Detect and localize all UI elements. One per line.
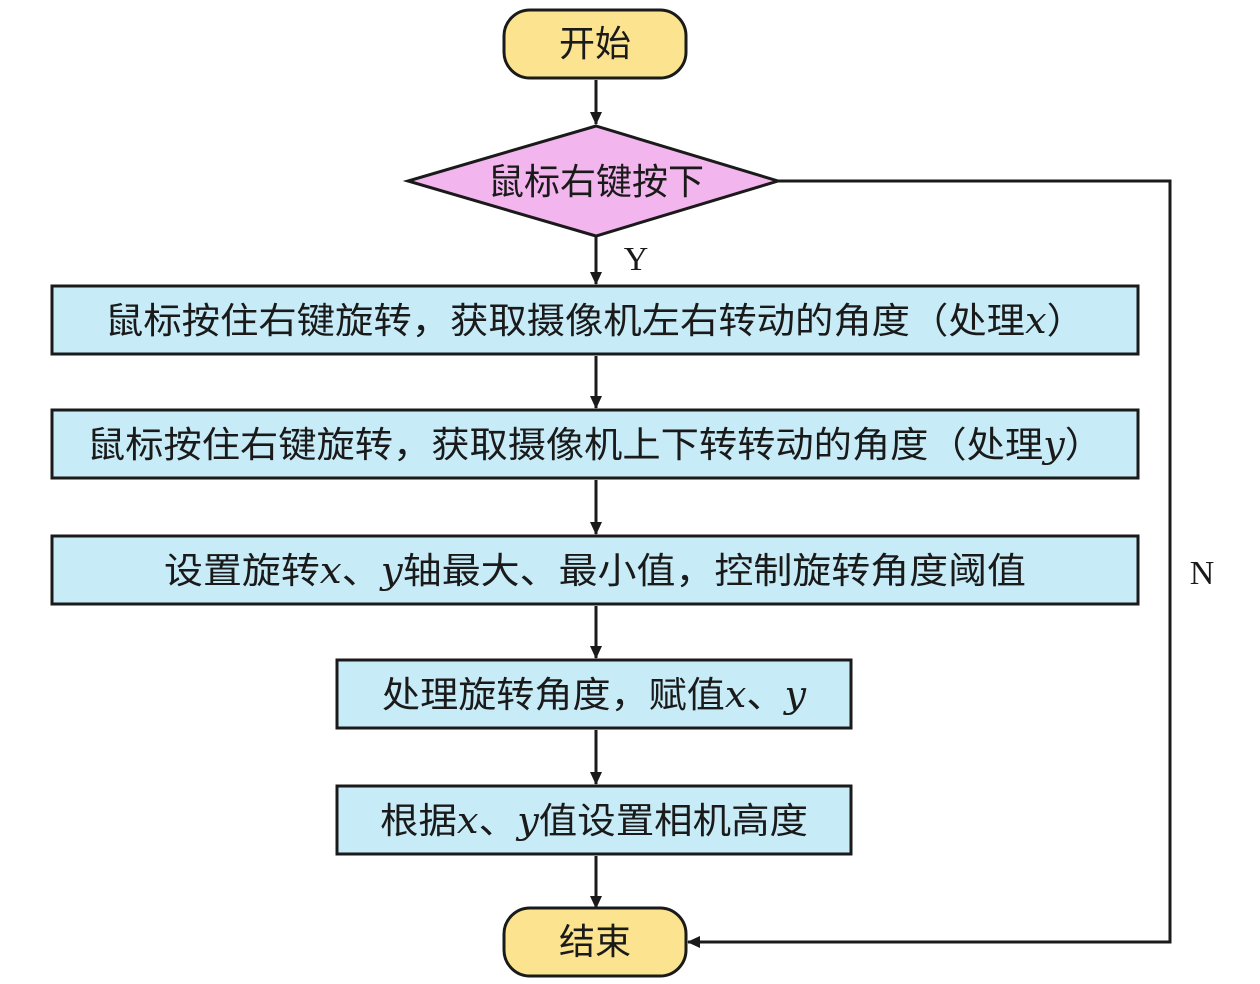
start-node: 开始	[502, 8, 688, 80]
process-step-3-var-x: x	[320, 551, 342, 592]
process-step-4-var-x: x	[725, 675, 746, 716]
end-shape	[502, 906, 688, 978]
start-shape	[502, 8, 688, 80]
process-step-5-var-x: x	[457, 801, 479, 842]
process-step-5-var-y: y	[515, 801, 540, 842]
process-step-1-text: 鼠标按住右键旋转，获取摄像机左右转动的角度（处理	[105, 301, 1025, 342]
process-step-1-text-end: ）	[1047, 301, 1085, 342]
process-step-3-var-y: y	[379, 551, 404, 592]
decision-node: 鼠标右键按下	[402, 124, 784, 238]
process-step-1-shape	[50, 284, 1140, 356]
start-label: 开始	[559, 24, 631, 65]
end-label: 结束	[559, 922, 631, 963]
process-step-4-shape	[335, 658, 853, 730]
process-step-5-sep: 、	[479, 801, 517, 842]
edge-label-yes: Y	[624, 241, 649, 278]
process-step-5-text: 根据	[380, 801, 457, 842]
process-step-3-text-end: 轴最大、最小值，控制旋转角度阈值	[403, 551, 1026, 592]
process-step-2-var: y	[1041, 425, 1065, 466]
process-step-5-text-end: 值设置相机高度	[539, 801, 808, 842]
end-node: 结束	[502, 906, 688, 978]
process-step-3-sep: 、	[342, 551, 381, 592]
process-step-4-text: 处理旋转角度，赋值	[382, 675, 725, 716]
process-step-4-sep: 、	[746, 675, 784, 716]
edge-label-no: N	[1190, 555, 1215, 592]
connectors	[590, 80, 1172, 948]
process-step-1-var: x	[1025, 301, 1047, 342]
process-step-2-shape	[50, 408, 1140, 480]
process-step-4-var-y: y	[782, 675, 806, 716]
process-step-2-text-end: ）	[1065, 425, 1103, 466]
process-step-5-shape	[335, 784, 853, 856]
process-step-3-shape	[50, 534, 1140, 606]
arrow-decision-no-to-end	[687, 179, 1172, 948]
process-step-3-text: 设置旋转	[164, 551, 320, 592]
process-step-2-text: 鼠标按住右键旋转，获取摄像机上下转转动的角度（处理	[87, 425, 1043, 466]
decision-label: 鼠标右键按下	[488, 162, 704, 203]
decision-shape	[402, 124, 784, 238]
